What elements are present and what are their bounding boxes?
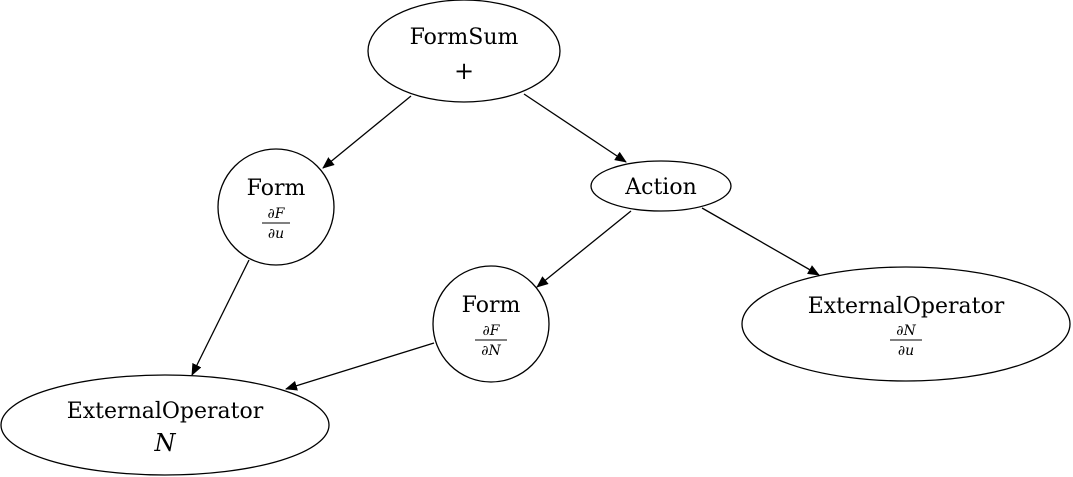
edges	[191, 93, 820, 391]
node-formsum-symbol: +	[454, 57, 474, 85]
node-extop-right: ExternalOperator ∂N ∂u	[741, 266, 1071, 382]
node-form-left-frac-denominator: ∂u	[268, 226, 284, 242]
node-extop-right-frac-denominator: ∂u	[898, 343, 914, 359]
node-extop-right-frac-numerator: ∂N	[896, 323, 916, 339]
node-form-left-label: Form	[247, 176, 306, 201]
node-action-ellipse	[590, 160, 732, 212]
node-form-mid: Form ∂F ∂N	[432, 265, 550, 383]
node-form-mid-label: Form	[462, 293, 521, 318]
node-form-left-circle	[217, 148, 335, 266]
node-form-left: Form ∂F ∂u	[217, 148, 335, 266]
node-extop-left-ellipse	[0, 374, 330, 476]
node-action-label: Action	[624, 175, 697, 200]
edge-form-left-to-extop-left	[191, 259, 250, 376]
node-form-mid-frac-denominator: ∂N	[481, 343, 501, 359]
node-formsum-label: FormSum	[410, 25, 519, 50]
node-extop-right-ellipse	[741, 266, 1071, 382]
edge-formsum-to-form-left	[322, 95, 412, 169]
node-extop-left-symbol: N	[154, 429, 177, 457]
node-extop-left: ExternalOperator N	[0, 374, 330, 476]
node-form-mid-frac-numerator: ∂F	[483, 323, 501, 339]
node-extop-left-label: ExternalOperator	[67, 399, 264, 424]
node-action: Action	[590, 160, 732, 212]
node-form-left-frac-numerator: ∂F	[268, 206, 286, 222]
node-form-mid-circle	[432, 265, 550, 383]
edge-action-to-extop-right	[701, 207, 820, 276]
node-formsum: FormSum +	[367, 0, 561, 103]
edge-formsum-to-action	[523, 93, 627, 163]
edge-form-mid-to-extop-left	[285, 342, 435, 391]
node-extop-right-label: ExternalOperator	[808, 294, 1005, 319]
node-formsum-ellipse	[367, 0, 561, 103]
edge-action-to-form-mid	[536, 210, 632, 288]
